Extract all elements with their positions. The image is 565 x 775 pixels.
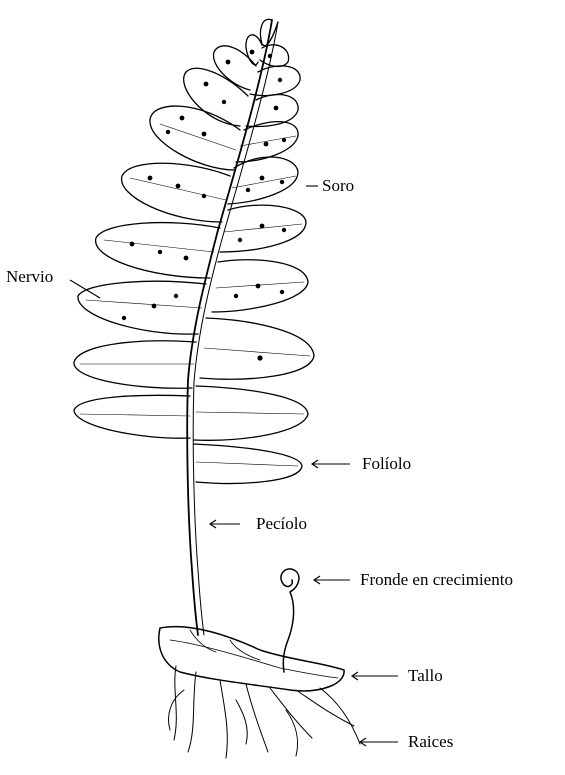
rachis	[187, 20, 272, 635]
label-foliolo: Folíolo	[362, 455, 411, 472]
label-tallo: Tallo	[408, 667, 443, 684]
label-pointers	[70, 186, 398, 746]
label-fronde: Fronde en crecimiento	[360, 571, 513, 588]
pinna-left-3	[122, 163, 230, 222]
nervio-pointer	[70, 280, 100, 298]
pinna-left-7	[74, 395, 190, 438]
label-nervio: Nervio	[6, 268, 53, 285]
stipe-inner	[193, 22, 278, 635]
vein-lines	[80, 124, 310, 466]
pinna-left-1	[184, 68, 248, 126]
pinna-left-4	[96, 223, 220, 278]
rhizome	[159, 627, 344, 691]
label-raices: Raices	[408, 733, 453, 750]
pinna-right-8	[194, 444, 302, 483]
label-soro: Soro	[322, 177, 354, 194]
pinna-left-2	[150, 106, 240, 170]
roots	[169, 666, 360, 758]
pinna-left-5	[78, 281, 206, 334]
pinna-right-4	[220, 205, 306, 252]
label-peciolo: Pecíolo	[256, 515, 307, 532]
pinna-right-6	[200, 318, 314, 379]
pinna-top-4	[214, 46, 256, 90]
pinna-left-6	[74, 341, 196, 388]
